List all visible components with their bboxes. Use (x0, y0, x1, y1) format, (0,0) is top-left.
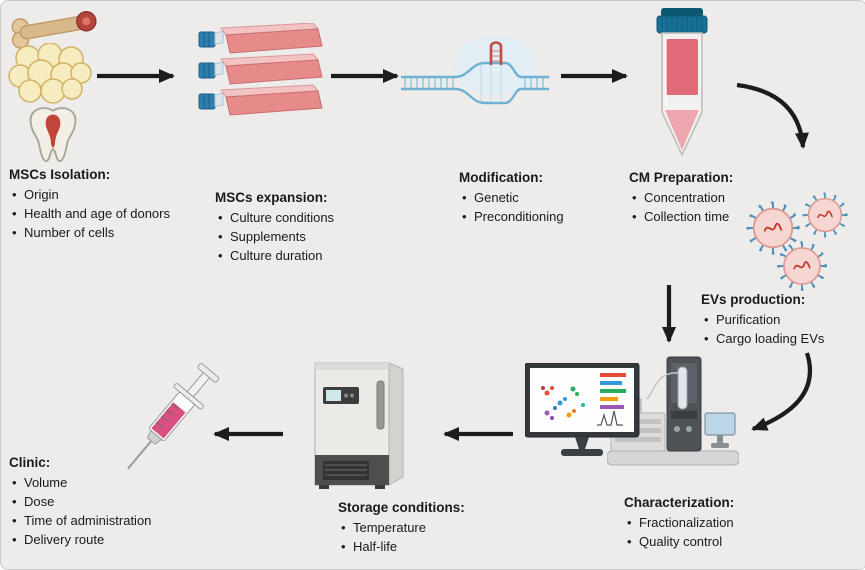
lab-freezer-icon (313, 361, 409, 498)
syringe-icon (101, 343, 246, 493)
bullet-item: Purification (701, 310, 824, 329)
arrow-evs-to-characterization-curved (751, 352, 813, 431)
step-storage: Storage conditions: Temperature Half-lif… (338, 500, 465, 556)
bullet-item: Preconditioning (459, 207, 564, 226)
bullet-item: Culture conditions (215, 208, 334, 227)
step-title: Characterization: (624, 495, 735, 510)
step-items: Concentration Collection time (629, 188, 733, 226)
bone-icon (9, 7, 99, 54)
step-items: Temperature Half-life (338, 518, 465, 556)
step-title: CM Preparation: (629, 170, 734, 185)
dna-modification-icon (399, 31, 551, 121)
bullet-item: Quality control (624, 532, 734, 551)
extracellular-vesicles-icon (744, 191, 854, 300)
bullet-item: Concentration (629, 188, 733, 207)
step-items: Purification Cargo loading EVs (701, 310, 824, 348)
bullet-item: Culture duration (215, 246, 334, 265)
step-title: MSCs Isolation: (9, 167, 111, 182)
arrow-cm-to-evs-curved (736, 82, 809, 149)
step-items: Origin Health and age of donors Number o… (9, 185, 170, 242)
bullet-item: Volume (9, 473, 151, 492)
bullet-item: Genetic (459, 188, 564, 207)
step-isolation: MSCs Isolation: Origin Health and age of… (9, 167, 170, 242)
step-title: Modification: (459, 170, 543, 185)
tooth-icon (19, 101, 87, 170)
step-items: Culture conditions Supplements Culture d… (215, 208, 334, 265)
step-title: Clinic: (9, 455, 51, 470)
step-items: Genetic Preconditioning (459, 188, 564, 226)
bullet-item: Time of administration (9, 511, 151, 530)
analysis-monitor-icon (524, 362, 643, 464)
fat-tissue-icon (7, 42, 99, 112)
bullet-item: Dose (9, 492, 151, 511)
step-items: Fractionalization Quality control (624, 513, 734, 551)
bullet-item: Number of cells (9, 223, 170, 242)
step-evs-production: EVs production: Purification Cargo loadi… (701, 292, 824, 348)
step-modification: Modification: Genetic Preconditioning (459, 170, 564, 226)
bullet-item: Fractionalization (624, 513, 734, 532)
step-expansion: MSCs expansion: Culture conditions Suppl… (215, 190, 334, 265)
bullet-item: Delivery route (9, 530, 151, 549)
step-title: EVs production: (701, 292, 806, 307)
bullet-item: Supplements (215, 227, 334, 246)
step-title: MSCs expansion: (215, 190, 328, 205)
step-cm-preparation: CM Preparation: Concentration Collection… (629, 170, 733, 226)
centrifuge-tube-icon (653, 6, 711, 165)
bullet-item: Origin (9, 185, 170, 204)
bullet-item: Collection time (629, 207, 733, 226)
step-title: Storage conditions: (338, 500, 465, 515)
step-items: Volume Dose Time of administration Deliv… (9, 473, 151, 549)
bullet-item: Cargo loading EVs (701, 329, 824, 348)
bullet-item: Temperature (338, 518, 465, 537)
bullet-item: Health and age of donors (9, 204, 170, 223)
step-characterization: Characterization: Fractionalization Qual… (624, 495, 734, 551)
step-clinic: Clinic: Volume Dose Time of administrati… (9, 455, 151, 549)
bullet-item: Half-life (338, 537, 465, 556)
culture-flasks-icon (197, 22, 323, 126)
